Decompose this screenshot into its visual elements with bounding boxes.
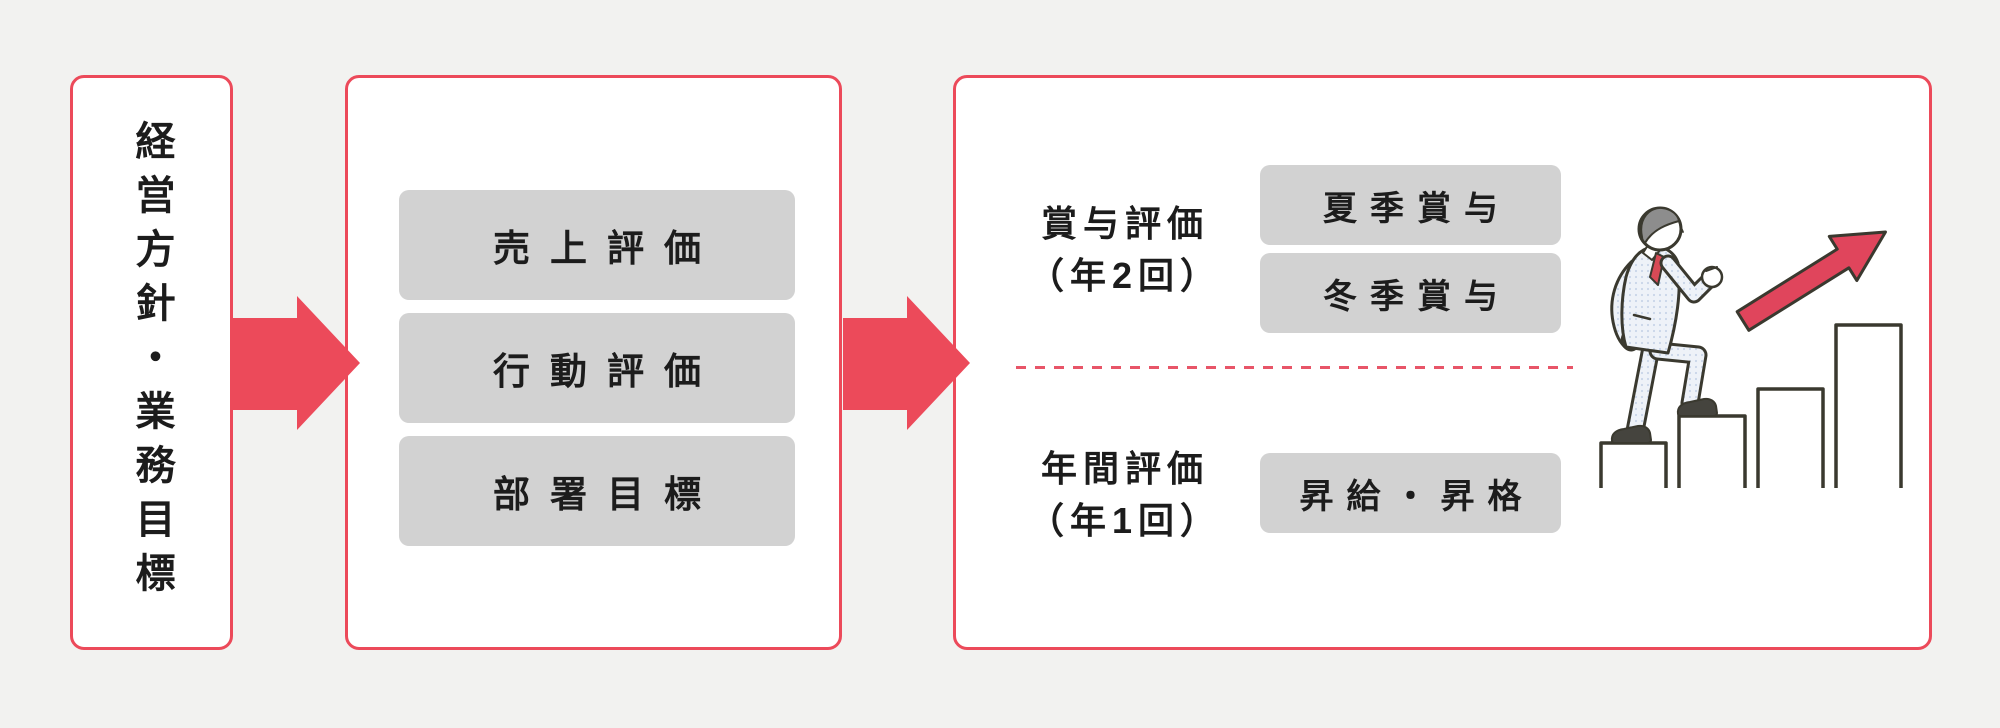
management-goals-label: 経営方針・業務目標: [129, 119, 174, 606]
stair-bars: [1599, 323, 1903, 488]
department-goal-pill: 部署目標: [399, 436, 795, 546]
summer-bonus-pill: 夏季賞与: [1260, 165, 1561, 245]
annual-evaluation-title: 年間評価: [1040, 448, 1209, 489]
annual-evaluation-frequency: （年1回）: [1027, 500, 1223, 542]
raise-promotion-pill: 昇給・昇格: [1260, 453, 1561, 533]
businessman-figure: [1610, 206, 1724, 444]
raise-promotion-label: 昇給・昇格: [1299, 477, 1535, 516]
sales-evaluation-label: 売上評価: [493, 228, 721, 269]
behavior-evaluation-label: 行動評価: [493, 351, 721, 392]
annual-evaluation-label: 年間評価 （年1回）: [1020, 443, 1230, 547]
summer-bonus-label: 夏季賞与: [1323, 189, 1511, 228]
behavior-evaluation-pill: 行動評価: [399, 313, 795, 423]
bonus-evaluation-label: 賞与評価 （年2回）: [1020, 198, 1230, 302]
arrow-up-right-icon: [1735, 230, 1887, 332]
bonus-evaluation-frequency: （年2回）: [1027, 255, 1223, 297]
sales-evaluation-pill: 売上評価: [399, 190, 795, 300]
department-goal-label: 部署目標: [493, 474, 721, 515]
dashed-divider: [1016, 366, 1573, 369]
arrow-right-icon: [843, 296, 970, 430]
management-goals-box: 経営方針・業務目標: [70, 75, 233, 650]
outcomes-box: 賞与評価 （年2回） 夏季賞与 冬季賞与 年間評価 （年1回） 昇給・昇格: [953, 75, 1932, 650]
evaluation-items-box: 売上評価 行動評価 部署目標: [345, 75, 842, 650]
winter-bonus-label: 冬季賞与: [1323, 277, 1511, 316]
bonus-evaluation-title: 賞与評価: [1040, 203, 1209, 244]
hair: [1640, 206, 1680, 244]
arrow-right-icon: [233, 296, 360, 430]
businessman-climbing-stairs-illustration: [1599, 206, 1903, 488]
winter-bonus-pill: 冬季賞与: [1260, 253, 1561, 333]
